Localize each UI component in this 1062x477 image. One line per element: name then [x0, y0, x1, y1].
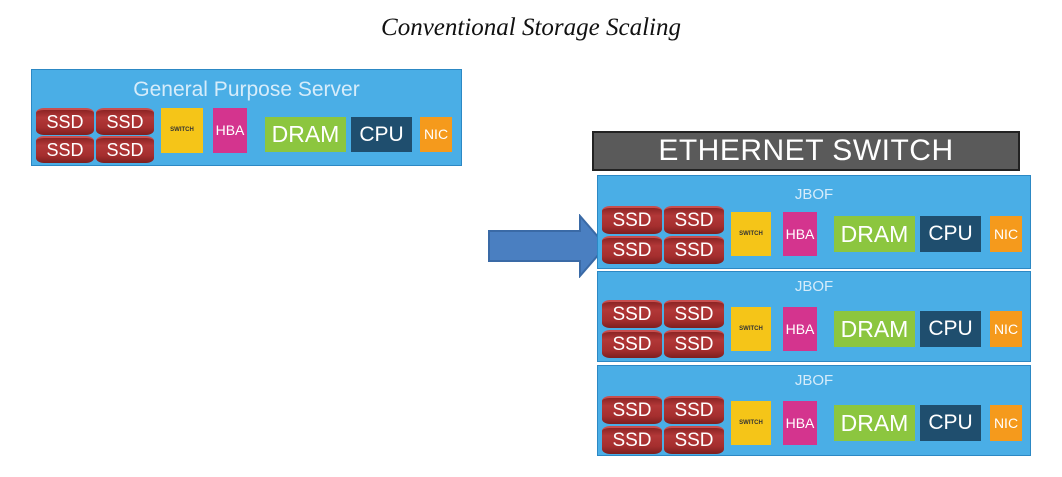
- cpu-chip: CPU: [920, 405, 981, 441]
- jbof-label: JBOF: [794, 186, 834, 203]
- hba-chip: HBA: [783, 401, 817, 445]
- ssd-disk: SSD: [96, 108, 154, 135]
- nic-chip: NIC: [990, 405, 1022, 441]
- ssd-disk: SSD: [664, 330, 724, 358]
- ssd-disk: SSD: [664, 426, 724, 454]
- ssd-disk: SSD: [602, 300, 662, 328]
- ssd-disk: SSD: [36, 108, 94, 135]
- ssd-disk: SSD: [602, 426, 662, 454]
- cpu-chip: CPU: [351, 117, 412, 152]
- hba-chip: HBA: [213, 108, 247, 153]
- ssd-disk: SSD: [602, 206, 662, 234]
- ssd-disk: SSD: [664, 206, 724, 234]
- ssd-disk: SSD: [664, 396, 724, 424]
- diagram-title: Conventional Storage Scaling: [381, 14, 681, 41]
- ssd-disk: SSD: [664, 300, 724, 328]
- cpu-chip: CPU: [920, 216, 981, 252]
- switch-chip: SWITCH: [161, 108, 203, 153]
- dram-chip: DRAM: [834, 311, 915, 347]
- jbof-enclosure: JBOF SSD SSD SSD SSD SWITCH HBA DRAM CPU…: [597, 271, 1031, 362]
- ssd-disk: SSD: [664, 236, 724, 264]
- ssd-disk: SSD: [602, 396, 662, 424]
- jbof-enclosure: JBOF SSD SSD SSD SSD SWITCH HBA DRAM CPU…: [597, 175, 1031, 269]
- switch-chip: SWITCH: [731, 401, 771, 445]
- cpu-chip: CPU: [920, 311, 981, 347]
- hba-chip: HBA: [783, 307, 817, 351]
- general-purpose-server: General Purpose Server SSD SSD SSD SSD S…: [31, 69, 462, 166]
- dram-chip: DRAM: [834, 216, 915, 252]
- nic-chip: NIC: [990, 311, 1022, 347]
- dram-chip: DRAM: [834, 405, 915, 441]
- switch-chip: SWITCH: [731, 212, 771, 256]
- dram-chip: DRAM: [265, 117, 346, 152]
- scale-arrow-icon: [488, 214, 608, 278]
- nic-chip: NIC: [990, 216, 1022, 252]
- jbof-enclosure: JBOF SSD SSD SSD SSD SWITCH HBA DRAM CPU…: [597, 365, 1031, 456]
- ethernet-switch: ETHERNET SWITCH: [592, 131, 1020, 171]
- ssd-disk: SSD: [602, 236, 662, 264]
- hba-chip: HBA: [783, 212, 817, 256]
- ssd-disk: SSD: [602, 330, 662, 358]
- ssd-disk: SSD: [36, 136, 94, 163]
- switch-chip: SWITCH: [731, 307, 771, 351]
- nic-chip: NIC: [420, 117, 452, 152]
- jbof-label: JBOF: [794, 372, 834, 389]
- ssd-disk: SSD: [96, 136, 154, 163]
- server-label: General Purpose Server: [133, 78, 360, 101]
- jbof-label: JBOF: [794, 278, 834, 295]
